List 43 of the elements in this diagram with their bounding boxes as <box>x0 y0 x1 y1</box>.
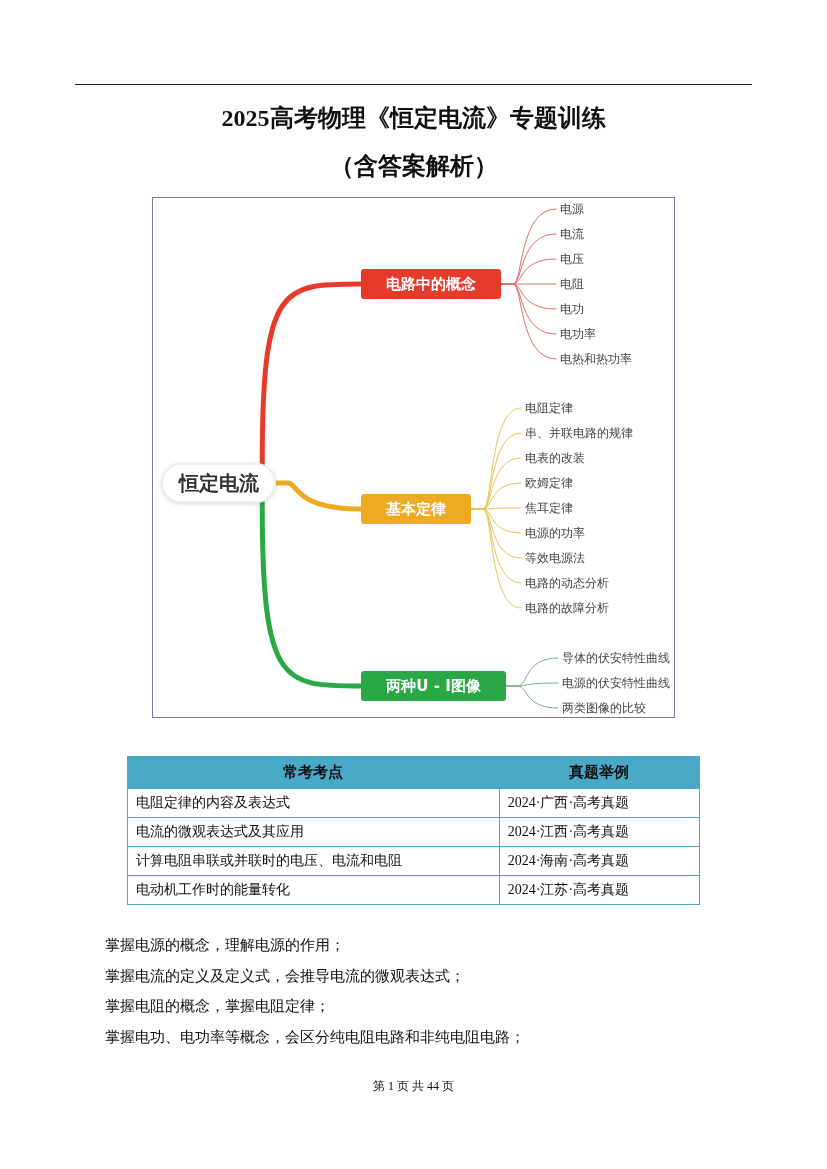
table-cell: 电流的微观表达式及其应用 <box>127 817 500 847</box>
subtitle: （含答案解析） <box>329 153 498 179</box>
central-topic: 恒定电流 <box>161 463 276 503</box>
topic-label: 电源的功率 <box>521 524 651 542</box>
connector-line <box>500 283 557 360</box>
topic-label: 串、并联电路的规律 <box>521 424 651 442</box>
branch-box: 基本定律 <box>361 494 471 524</box>
paragraph: 掌握电源的概念，理解电源的作用； <box>105 936 345 955</box>
branch-box: 电路中的概念 <box>361 269 501 299</box>
paragraph: 掌握电流的定义及定义式，会推导电流的微观表达式； <box>105 966 465 986</box>
table-header: 真题举例 <box>499 756 700 789</box>
topic-label: 电功 <box>556 300 656 318</box>
topic-label: 电功率 <box>556 325 656 343</box>
page-number: 第 1 页 共 44 页 <box>373 1079 454 1093</box>
topic-label: 导体的伏安特性曲线 <box>558 649 670 667</box>
topic-label: 电路的故障分析 <box>521 599 651 617</box>
topic-label: 电热和热功率 <box>556 350 656 368</box>
paragraph: 掌握电功、电功率等概念，会区分纯电阻电路和非纯电阻电路； <box>105 1027 525 1047</box>
topic-label: 电源 <box>556 200 656 218</box>
topic-label: 等效电源法 <box>521 549 651 567</box>
table-cell: 2024·江苏·高考真题 <box>499 875 700 905</box>
topic-label: 电阻 <box>556 275 656 293</box>
topic-label: 电表的改装 <box>521 449 651 467</box>
branch-box: 两种U - I图像 <box>361 671 506 701</box>
topic-label: 两类图像的比较 <box>558 699 670 717</box>
table-cell: 电阻定律的内容及表达式 <box>127 788 500 818</box>
paragraph: 掌握电阻的概念，掌握电阻定律； <box>105 997 330 1016</box>
table-cell: 计算电阻串联或并联时的电压、电流和电阻 <box>127 846 500 876</box>
connector-line <box>470 508 522 609</box>
table-cell: 电动机工作时的能量转化 <box>127 875 500 905</box>
table-cell: 2024·广西·高考真题 <box>499 788 700 818</box>
connector-line <box>505 685 559 709</box>
table-cell: 2024·海南·高考真题 <box>499 846 700 876</box>
topic-label: 电压 <box>556 250 656 268</box>
topic-label: 电源的伏安特性曲线 <box>558 674 670 692</box>
table-cell: 2024·江西·高考真题 <box>499 817 700 847</box>
topic-label: 电路的动态分析 <box>521 574 651 592</box>
topic-label: 电阻定律 <box>521 399 651 417</box>
topic-label: 焦耳定律 <box>521 499 651 517</box>
table-header: 常考考点 <box>127 756 500 789</box>
title: 2025高考物理《恒定电流》专题训练 <box>221 105 606 131</box>
topic-label: 电流 <box>556 225 656 243</box>
topic-label: 欧姆定律 <box>521 474 651 492</box>
